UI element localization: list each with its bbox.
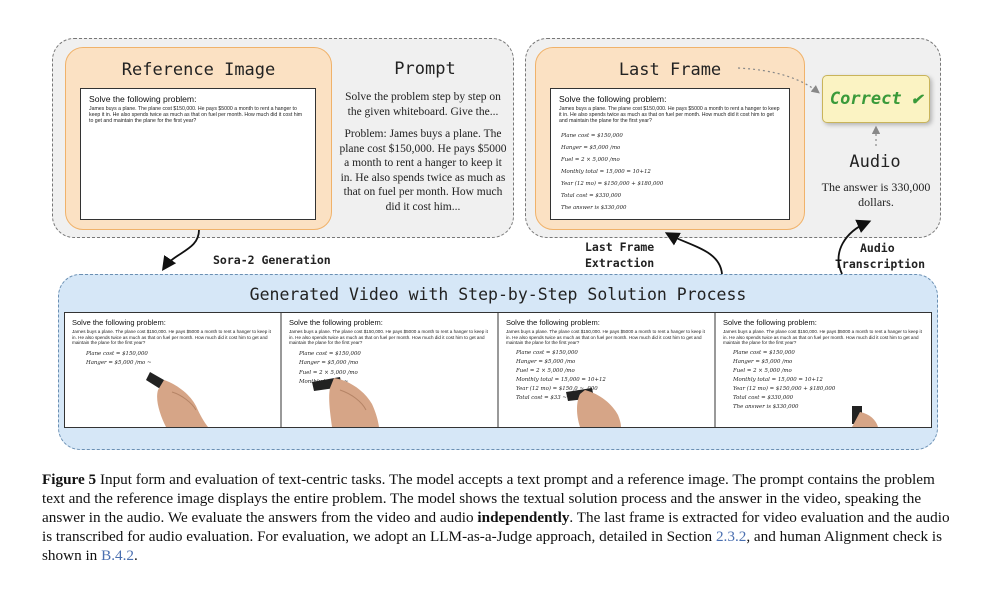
prompt-problem-text: Problem: James buys a plane. The plane c… bbox=[339, 128, 507, 213]
solution-line: Hanger = $5,000 /mo bbox=[733, 358, 793, 365]
hand-with-marker-icon bbox=[312, 377, 379, 427]
solution-line: Total cost = $330,000 bbox=[561, 193, 622, 199]
video-frame-4: Solve the following problem: James buys … bbox=[717, 314, 930, 426]
solution-lines: Plane cost = $150,000 Hanger = $5,000 /m… bbox=[561, 130, 781, 214]
solution-line: Plane cost = $150,000 bbox=[561, 133, 623, 139]
check-icon: ✔ bbox=[911, 89, 923, 109]
solution-line: Hanger = $5,000 /mo bbox=[516, 358, 576, 365]
audio-transcription-label-2: Transcription bbox=[835, 257, 926, 271]
whiteboard-problem: James buys a plane. The plane cost $150,… bbox=[506, 329, 705, 345]
last-frame-extraction-label-2: Extraction bbox=[585, 256, 655, 270]
last-frame-box: Last Frame Solve the following problem: … bbox=[535, 47, 805, 230]
frame-3-lines: Plane cost = $150,000 Hanger = $5,000 /m… bbox=[516, 349, 708, 403]
solution-line: Hanger = $5,000 /mo ~ bbox=[86, 360, 152, 366]
whiteboard-problem: James buys a plane. The plane cost $150,… bbox=[89, 106, 303, 124]
whiteboard-problem: James buys a plane. The plane cost $150,… bbox=[72, 329, 271, 345]
solution-line: Year (12 mo) = $150,000 + $180,000 bbox=[561, 181, 664, 187]
sora-generation-label: Sora-2 Generation bbox=[213, 253, 331, 267]
whiteboard-heading: Solve the following problem: bbox=[723, 318, 817, 327]
diagram-overlay bbox=[146, 67, 881, 428]
audio-transcription-label-1: Audio bbox=[860, 241, 895, 255]
caption-part-1: Input form and evaluation of text-centri… bbox=[42, 471, 935, 526]
solution-line: Fuel = 2 × 5,000 /mo bbox=[516, 367, 575, 374]
caption-part-3: , and human Alignment check is shown in bbox=[42, 528, 943, 564]
whiteboard-heading: Solve the following problem: bbox=[289, 318, 383, 327]
caption-part-2: . The last frame is extracted for video … bbox=[42, 509, 950, 545]
solution-line: Monthly total = 15,000 = 10+12 bbox=[733, 376, 823, 383]
audio-title: Audio bbox=[849, 152, 901, 172]
solution-line: Monthly total = 15,000 = 10+12 bbox=[561, 169, 651, 175]
figure-caption: Figure 5 Input form and evaluation of te… bbox=[42, 470, 958, 565]
audio-text: The answer is 330,000 dollars. bbox=[821, 180, 931, 209]
correct-label-wrap: Correct ✔ bbox=[823, 89, 929, 109]
solution-line: Fuel = 2 × 5,000 /mo bbox=[299, 369, 358, 376]
solution-line: Total cost = $33 ~ bbox=[516, 394, 567, 401]
correct-label: Correct bbox=[829, 89, 902, 109]
whiteboard-heading: Solve the following problem: bbox=[506, 318, 600, 327]
solution-line: Fuel = 2 × 5,000 /mo bbox=[561, 157, 620, 163]
section-link[interactable]: 2.3.2 bbox=[715, 528, 747, 545]
hand-with-marker-icon bbox=[852, 406, 878, 427]
whiteboard-heading: Solve the following problem: bbox=[89, 94, 197, 104]
hand-with-marker-icon bbox=[566, 388, 621, 427]
appendix-link[interactable]: B.4.2 bbox=[101, 547, 134, 564]
solution-line: Plane cost = $150,000 bbox=[299, 350, 361, 357]
last-frame-whiteboard: Solve the following problem: James buys … bbox=[550, 88, 790, 220]
last-frame-title: Last Frame bbox=[618, 60, 722, 80]
hand-with-marker-icon bbox=[146, 372, 208, 427]
video-frame-3: Solve the following problem: James buys … bbox=[500, 314, 714, 426]
video-frame-1: Solve the following problem: James buys … bbox=[66, 314, 280, 426]
whiteboard-heading: Solve the following problem: bbox=[559, 94, 667, 104]
frame-4-lines: Plane cost = $150,000 Hanger = $5,000 /m… bbox=[733, 349, 924, 412]
solution-line: Plane cost = $150,000 bbox=[86, 350, 148, 357]
last-frame-to-correct-arrow bbox=[737, 67, 820, 94]
solution-line: Year (12 mo) = $150,0 ~ ,000 bbox=[516, 385, 598, 392]
last-frame-extraction-arrow bbox=[664, 232, 723, 275]
correct-badge: Correct ✔ bbox=[822, 75, 930, 123]
solution-line: Plane cost = $150,000 bbox=[516, 349, 578, 356]
solution-line: Year (12 mo) = $150,000 + $180,000 bbox=[733, 385, 836, 392]
solution-line: The answer is $330,000 bbox=[733, 403, 799, 410]
solution-line: Total cost = $330,000 bbox=[733, 394, 794, 401]
solution-line: Fuel = 2 × 5,000 /mo bbox=[733, 367, 792, 374]
caption-bold-word: independently bbox=[477, 509, 570, 526]
caption-part-4: . bbox=[134, 547, 138, 564]
figure-label: Figure 5 bbox=[42, 471, 97, 488]
solution-line: Monthly total = 15,000 = 10+12 bbox=[516, 376, 606, 383]
solution-line: Hanger = $5,000 /mo bbox=[561, 145, 621, 151]
whiteboard-heading: Solve the following problem: bbox=[72, 318, 166, 327]
sora-generation-arrow bbox=[161, 229, 200, 271]
whiteboard-problem: James buys a plane. The plane cost $150,… bbox=[723, 329, 922, 345]
reference-image-box: Reference Image Solve the following prob… bbox=[65, 47, 332, 230]
reference-image-title: Reference Image bbox=[121, 60, 276, 80]
solution-line: The answer is $330,000 bbox=[561, 205, 627, 211]
reference-whiteboard: Solve the following problem: James buys … bbox=[80, 88, 316, 220]
whiteboard-problem: James buys a plane. The plane cost $150,… bbox=[289, 329, 488, 345]
frame-1-lines: Plane cost = $150,000 Hanger = $5,000 /m… bbox=[86, 350, 274, 369]
solution-line: Plane cost = $150,000 bbox=[733, 349, 795, 356]
whiteboard-problem: James buys a plane. The plane cost $150,… bbox=[559, 106, 780, 124]
audio-transcription-arrow bbox=[837, 219, 872, 275]
generated-video-title: Generated Video with Step-by-Step Soluti… bbox=[249, 285, 747, 304]
solution-line: Hanger = $5,000 /mo bbox=[299, 360, 359, 366]
prompt-text: Solve the problem step by step on the gi… bbox=[345, 91, 501, 118]
prompt-title: Prompt bbox=[394, 59, 456, 79]
last-frame-extraction-label-1: Last Frame bbox=[585, 240, 655, 254]
